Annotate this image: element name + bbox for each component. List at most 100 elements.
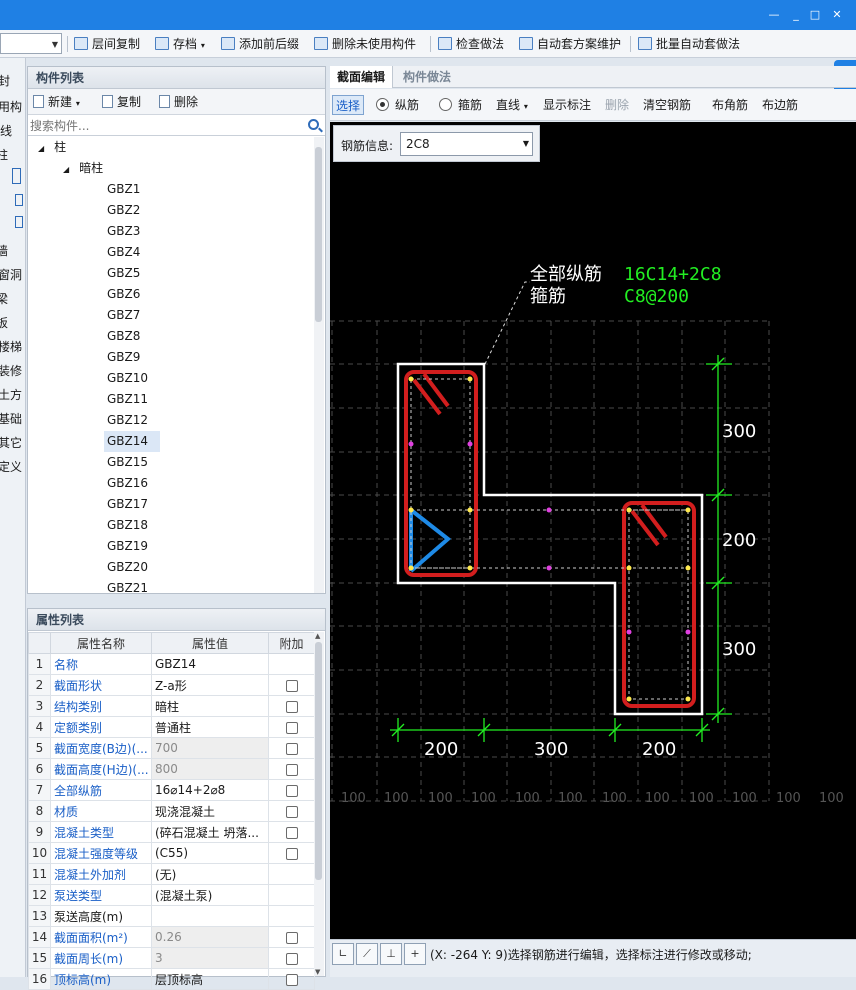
tree-item[interactable]: GBZ8 <box>107 329 141 343</box>
extra-checkbox[interactable] <box>285 826 298 839</box>
nav-item[interactable]: 土方 <box>0 388 23 402</box>
offset-icon[interactable]: + <box>404 943 426 965</box>
delete-unused-button[interactable]: 删除未使用构件 <box>314 34 416 54</box>
tree-scrollbar[interactable] <box>314 137 324 593</box>
property-value[interactable]: 0.26 <box>151 926 269 948</box>
dim-right-bottom[interactable]: 300 <box>722 639 756 660</box>
straight-line-dropdown[interactable]: 直线 ▾ <box>496 98 528 112</box>
copy-button[interactable]: 复制 <box>102 93 141 111</box>
property-value[interactable]: (混凝土泵) <box>151 884 269 906</box>
property-scrollbar[interactable]: ▲ ▼ <box>314 632 324 976</box>
nav-item[interactable]: 墙 <box>0 242 8 259</box>
longitudinal-radio[interactable]: 纵筋 <box>376 95 419 115</box>
expand-icon[interactable]: ◢ <box>38 144 45 153</box>
section-canvas[interactable]: 100 100 100 100 100 100 100 100 100 100 … <box>330 122 856 939</box>
nav-item[interactable]: 其它 <box>0 436 23 450</box>
column-icon[interactable] <box>12 168 21 184</box>
delete-rebar-button[interactable]: 删除 <box>605 98 630 112</box>
component-icon[interactable] <box>15 216 23 228</box>
extra-checkbox[interactable] <box>285 952 298 965</box>
extra-checkbox[interactable] <box>285 784 298 797</box>
minimize-icon[interactable]: — <box>768 8 780 21</box>
tree-item[interactable]: GBZ16 <box>107 476 149 490</box>
tree-item[interactable]: GBZ9 <box>107 350 141 364</box>
floor-combo[interactable]: ▼ <box>0 33 62 54</box>
tree-item[interactable]: GBZ15 <box>107 455 149 469</box>
check-method-button[interactable]: 检查做法 <box>438 34 504 54</box>
hidden-column-icon[interactable] <box>15 194 23 206</box>
add-prefix-button[interactable]: 添加前后缀 <box>221 34 299 54</box>
tree-item-selected[interactable]: GBZ14 <box>104 431 160 452</box>
tree-item[interactable]: GBZ1 <box>107 182 141 196</box>
nav-item[interactable]: 定义 <box>0 460 23 474</box>
extra-checkbox[interactable] <box>285 742 298 755</box>
dim-bottom-mid[interactable]: 300 <box>534 739 568 760</box>
nav-item[interactable]: 梁 <box>0 290 8 307</box>
edge-rebar-button[interactable]: 布边筋 <box>762 98 799 112</box>
property-value[interactable]: 3 <box>151 947 269 969</box>
snap-icon[interactable]: ⟋ <box>356 943 378 965</box>
nav-item[interactable]: 装修 <box>0 364 23 378</box>
dim-bottom-right[interactable]: 200 <box>642 739 676 760</box>
floor-copy-button[interactable]: 层间复制 <box>74 34 140 54</box>
ortho-mode-icon[interactable]: ∟ <box>332 943 354 965</box>
auto-scheme-button[interactable]: 自动套方案维护 <box>519 34 621 54</box>
dim-right-top[interactable]: 300 <box>722 421 756 442</box>
tree-item[interactable]: GBZ11 <box>107 392 149 406</box>
tree-item[interactable]: GBZ19 <box>107 539 149 553</box>
tree-item[interactable]: GBZ18 <box>107 518 149 532</box>
property-value[interactable]: 800 <box>151 758 269 780</box>
select-button[interactable]: 选择 <box>332 95 365 115</box>
property-value[interactable]: 暗柱 <box>151 695 269 717</box>
search-input[interactable] <box>30 118 300 134</box>
minimize-ribbon-icon[interactable]: _ <box>793 8 799 21</box>
stirrup-left[interactable] <box>404 370 478 577</box>
tree-item[interactable]: GBZ3 <box>107 224 141 238</box>
tree-group[interactable]: ◢暗柱 <box>63 161 104 175</box>
tree-item[interactable]: GBZ20 <box>107 560 149 574</box>
scroll-up-icon[interactable]: ▲ <box>315 632 321 640</box>
tree-item[interactable]: GBZ12 <box>107 413 149 427</box>
extra-checkbox[interactable] <box>285 973 298 986</box>
tree-item[interactable]: GBZ2 <box>107 203 141 217</box>
tree-root[interactable]: ◢柱 <box>38 140 67 154</box>
property-value[interactable]: 现浇混凝土 <box>151 800 269 822</box>
property-value[interactable] <box>151 905 269 927</box>
property-value[interactable]: GBZ14 <box>151 653 269 675</box>
close-icon[interactable]: ✕ <box>832 8 842 21</box>
property-value[interactable]: 层顶标高 <box>151 968 269 990</box>
section-drawing[interactable]: 100 100 100 100 100 100 100 100 100 100 … <box>330 122 856 939</box>
expand-icon[interactable]: ◢ <box>63 165 70 174</box>
tree-item[interactable]: GBZ6 <box>107 287 141 301</box>
rebar-info-select[interactable]: 2C8 ▼ <box>400 132 533 156</box>
extra-checkbox[interactable] <box>285 721 298 734</box>
tree-item[interactable]: GBZ4 <box>107 245 141 259</box>
tab-section-edit[interactable]: 截面编辑 <box>330 66 394 88</box>
property-value[interactable]: (无) <box>151 863 269 885</box>
nav-item[interactable]: 用构 <box>0 100 23 114</box>
corner-rebars[interactable] <box>408 376 691 702</box>
tab-component-method[interactable]: 构件做法 <box>403 70 452 84</box>
dim-right-mid[interactable]: 200 <box>722 530 756 551</box>
save-button[interactable]: 存档 ▾ <box>155 34 205 54</box>
extra-checkbox[interactable] <box>285 847 298 860</box>
batch-auto-button[interactable]: 批量自动套做法 <box>638 34 740 54</box>
tree-item[interactable]: GBZ5 <box>107 266 141 280</box>
show-label-button[interactable]: 显示标注 <box>543 98 592 112</box>
search-icon[interactable] <box>308 119 319 130</box>
